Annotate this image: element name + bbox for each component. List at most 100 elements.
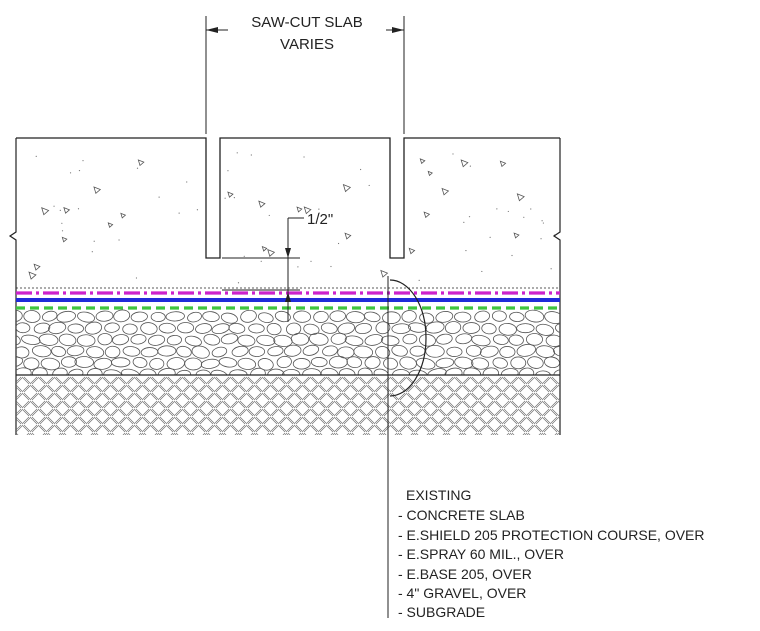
subgrade-hatch-mark [445, 416, 455, 425]
subgrade-hatch-mark [566, 425, 574, 432]
subgrade-hatch-mark [125, 376, 135, 385]
gravel-stone [364, 311, 381, 323]
aggregate-dot [360, 168, 362, 171]
gravel-stone [276, 355, 292, 369]
subgrade-hatch-mark [381, 400, 391, 409]
subgrade-hatch-mark [429, 416, 439, 425]
subgrade-hatch-mark [461, 384, 471, 393]
subgrade-hatch-mark [21, 424, 31, 433]
subgrade-hatch-mark [117, 392, 127, 401]
subgrade-hatch-mark [285, 432, 291, 435]
subgrade-hatch-mark [53, 424, 63, 433]
subgrade-hatch-mark [261, 376, 271, 385]
subgrade-hatch-mark [333, 416, 343, 425]
subgrade-hatch-mark [557, 397, 560, 401]
aggregate-dot [468, 216, 471, 218]
subgrade-hatch-mark [85, 376, 95, 385]
subgrade-hatch-mark [525, 432, 531, 435]
gravel-stone [524, 309, 545, 323]
subgrade-hatch-mark [29, 424, 39, 433]
aggregate-mark [499, 160, 507, 168]
subgrade-hatch-mark [141, 384, 151, 393]
subgrade-hatch-mark [301, 376, 311, 385]
subgrade-hatch-mark [61, 384, 71, 393]
detail-callout [387, 276, 427, 618]
subgrade-hatch-mark [357, 424, 367, 433]
subgrade-hatch-mark [261, 392, 271, 401]
subgrade-hatch-mark [109, 400, 119, 409]
subgrade-hatch-mark [453, 376, 463, 385]
subgrade-hatch-mark [381, 376, 391, 385]
subgrade-hatch-mark [517, 416, 527, 425]
aggregate-mark [342, 183, 352, 193]
subgrade-hatch-mark [397, 408, 407, 417]
subgrade-hatch-mark [325, 384, 335, 393]
subgrade-hatch-mark [346, 432, 351, 435]
gravel-stone [357, 367, 373, 375]
subgrade-hatch-mark [373, 400, 383, 409]
gravel-stone [292, 358, 311, 370]
gravel-stone [436, 333, 453, 345]
subgrade-hatch-mark [509, 400, 519, 409]
subgrade-hatch-mark [229, 384, 239, 393]
subgrade-hatch-mark [405, 416, 415, 425]
subgrade-hatch-mark [493, 384, 503, 393]
subgrade-hatch-mark [309, 424, 319, 433]
gravel-stone [211, 346, 228, 358]
aggregate-dot [158, 196, 160, 198]
subgrade-hatch-mark [37, 408, 47, 417]
subgrade-hatch-mark [197, 392, 207, 401]
subgrade-hatch-mark [493, 424, 503, 433]
subgrade-hatch-mark [349, 376, 359, 385]
subgrade-hatch-mark [541, 416, 551, 425]
subgrade-hatch-mark [229, 416, 239, 425]
subgrade-hatch-mark [253, 400, 263, 409]
subgrade-hatch-mark [77, 408, 87, 417]
subgrade-hatch-mark [250, 432, 255, 435]
subgrade-hatch-mark [45, 384, 55, 393]
subgrade-hatch-mark [533, 416, 543, 425]
subgrade-hatch-mark [362, 432, 367, 435]
aggregate-dot [481, 270, 483, 273]
aggregate-mark [107, 222, 114, 228]
subgrade-hatch-mark [549, 376, 559, 385]
gravel-stone [425, 344, 445, 358]
notes-title: EXISTING [406, 487, 471, 503]
subgrade-hatch-mark [485, 400, 495, 409]
subgrade-hatch-mark [381, 384, 391, 393]
gravel-stone [454, 356, 474, 369]
subgrade-hatch-mark [437, 400, 447, 409]
left-break-line [8, 138, 17, 435]
subgrade-hatch-mark [125, 416, 135, 425]
subgrade-hatch-mark [429, 376, 439, 385]
subgrade-hatch-mark [566, 433, 574, 440]
gravel-stone [187, 311, 202, 323]
aggregate-mark [61, 236, 68, 243]
gravel-stone [328, 355, 348, 369]
subgrade-hatch-mark [405, 424, 415, 433]
subgrade-hatch-mark [197, 376, 207, 385]
gravel-stone [353, 345, 374, 359]
subgrade-hatch-mark [133, 408, 143, 417]
aggregate-dot [196, 209, 199, 211]
aggregate-mark [258, 200, 266, 208]
aggregate-dot [260, 260, 262, 262]
aggregate-dot [368, 184, 370, 187]
subgrade-hatch-mark [325, 424, 335, 433]
subgrade-hatch-mark [365, 384, 375, 393]
subgrade-hatch-mark [93, 392, 103, 401]
subgrade-hatch-mark [117, 408, 127, 417]
subgrade-hatch-mark [261, 408, 271, 417]
subgrade-hatch-mark [93, 400, 103, 409]
subgrade-hatch-mark [125, 424, 135, 433]
subgrade-hatch-mark [333, 400, 343, 409]
subgrade-hatch-mark [221, 408, 231, 417]
subgrade-hatch-mark [237, 408, 247, 417]
aggregate-mark [441, 187, 450, 196]
subgrade-hatch-mark [221, 376, 231, 385]
subgrade-hatch-mark [557, 432, 560, 435]
gravel-stone [16, 367, 32, 375]
subgrade-hatch-mark [301, 408, 311, 417]
subgrade-hatch-mark [501, 376, 511, 385]
subgrade-hatch-mark [181, 384, 191, 393]
